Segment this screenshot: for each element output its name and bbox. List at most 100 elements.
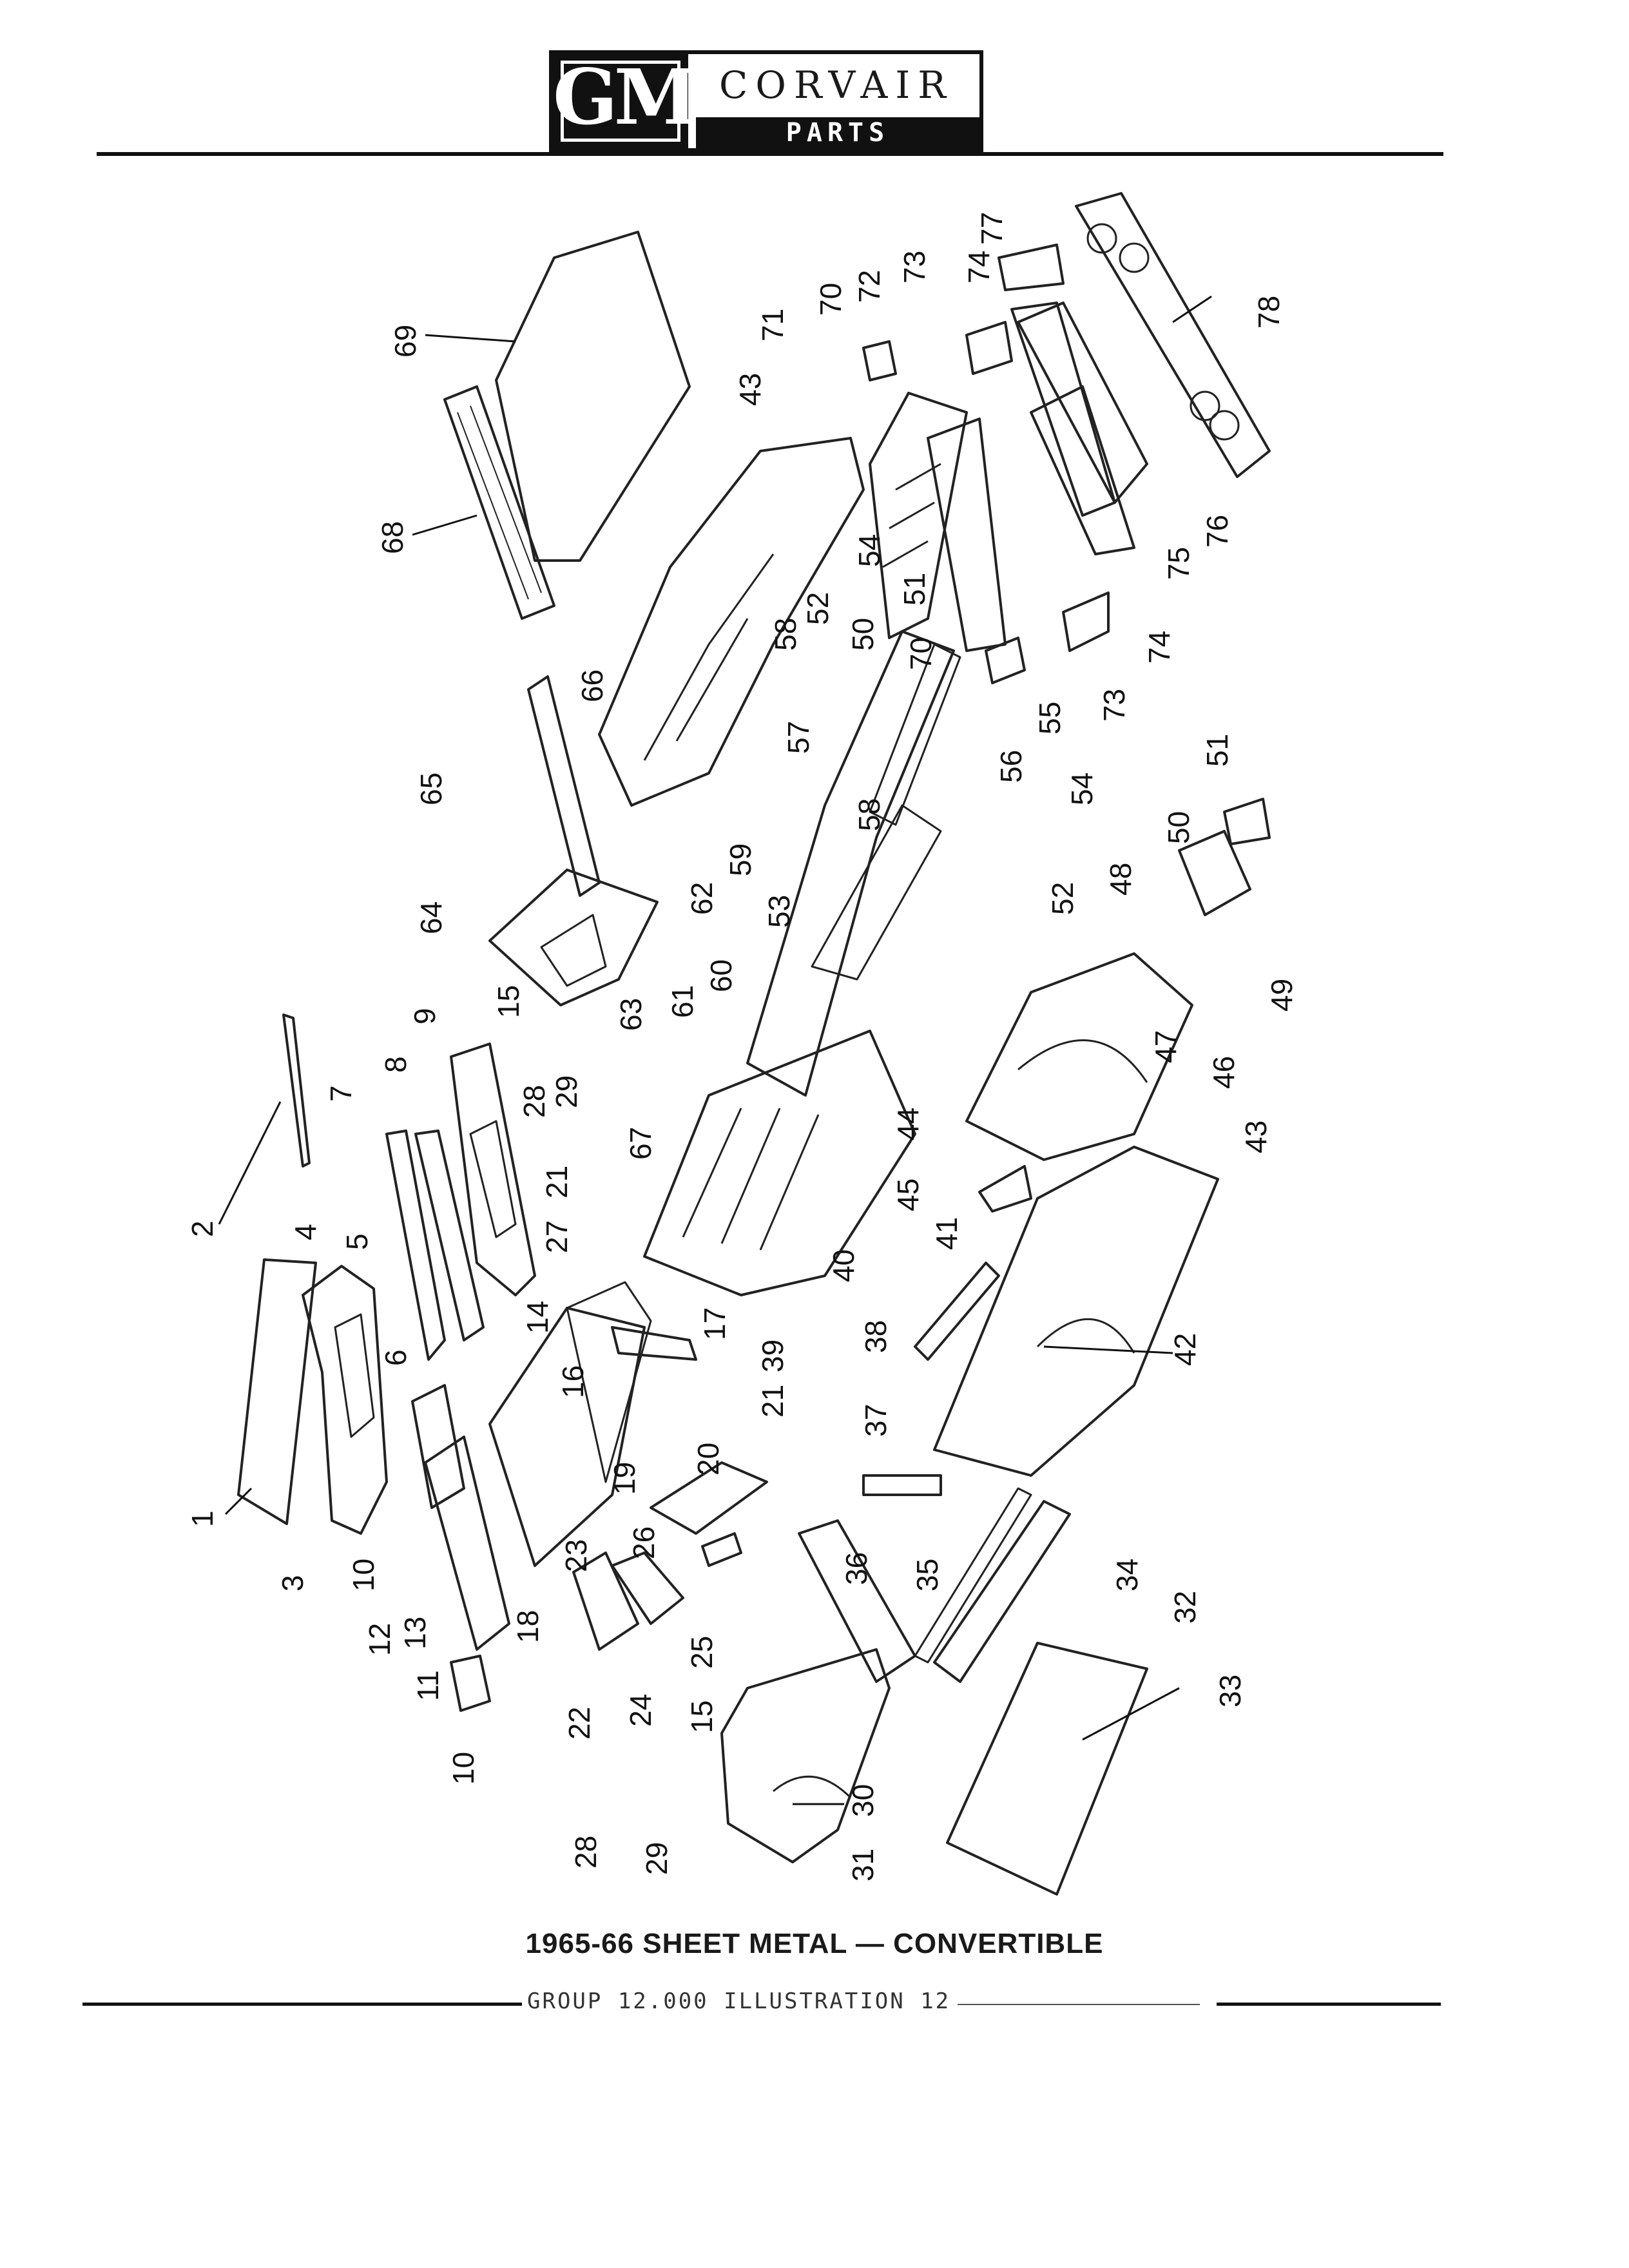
callout-40: 40 bbox=[827, 1249, 860, 1282]
callout-6: 6 bbox=[379, 1349, 412, 1366]
callout-39: 39 bbox=[756, 1340, 789, 1372]
tail-lamp-opening-lower-2 bbox=[1209, 410, 1240, 441]
callout-51b: 51 bbox=[1200, 734, 1234, 767]
rear-end-panel bbox=[1030, 385, 1135, 555]
rocker-panel-front bbox=[424, 1436, 510, 1651]
callout-68: 68 bbox=[376, 521, 409, 554]
rear-wheelhouse bbox=[965, 952, 1193, 1161]
callout-4: 4 bbox=[289, 1224, 322, 1240]
floor-reinforcement bbox=[566, 1281, 652, 1483]
deck-lid-grille-slats bbox=[457, 405, 542, 600]
callout-14: 14 bbox=[521, 1301, 554, 1334]
callout-2: 2 bbox=[186, 1220, 219, 1237]
callout-11: 11 bbox=[411, 1670, 445, 1701]
callout-70b: 70 bbox=[904, 637, 938, 670]
callout-54b: 54 bbox=[1065, 773, 1099, 805]
callout-57: 57 bbox=[782, 721, 815, 754]
gm-logo: GM bbox=[553, 52, 698, 148]
small-bracket-b bbox=[965, 321, 1013, 375]
quarter-inner-panel bbox=[798, 1519, 916, 1683]
leader-1 bbox=[224, 1487, 253, 1515]
callout-13: 13 bbox=[398, 1617, 432, 1649]
callout-38: 38 bbox=[859, 1320, 892, 1353]
callout-54a: 54 bbox=[853, 534, 886, 567]
tail-lamp-opening-upper-2 bbox=[1119, 242, 1150, 273]
lock-pillar bbox=[862, 1474, 942, 1496]
callout-46: 46 bbox=[1207, 1056, 1240, 1089]
callout-15b: 15 bbox=[685, 1700, 718, 1733]
callout-16: 16 bbox=[556, 1365, 590, 1398]
callout-10b: 10 bbox=[447, 1752, 480, 1785]
instrument-panel bbox=[450, 1043, 536, 1296]
main-floor-ribs bbox=[682, 1108, 820, 1251]
leader-lines bbox=[218, 295, 1212, 1805]
callout-20: 20 bbox=[691, 1443, 725, 1475]
leader-42 bbox=[1043, 1345, 1173, 1354]
callout-47: 47 bbox=[1149, 1030, 1182, 1063]
callout-7: 7 bbox=[324, 1085, 358, 1102]
rear-seat-pan bbox=[811, 804, 942, 981]
callout-41: 41 bbox=[930, 1217, 963, 1250]
callout-75: 75 bbox=[1162, 547, 1195, 580]
callout-61: 61 bbox=[666, 985, 699, 1018]
footer-group-reference: GROUP 12.000 ILLUSTRATION 12 bbox=[527, 1988, 951, 2014]
callout-28b: 28 bbox=[569, 1836, 602, 1869]
callout-74a: 74 bbox=[962, 251, 996, 284]
callout-73b: 73 bbox=[1097, 689, 1131, 722]
callout-77: 77 bbox=[975, 212, 1008, 245]
dash-molding-upper bbox=[385, 1129, 446, 1361]
callout-9: 9 bbox=[408, 1008, 441, 1024]
callout-70a: 70 bbox=[814, 283, 847, 316]
windshield-glass bbox=[237, 1258, 317, 1525]
callout-50b: 50 bbox=[1162, 811, 1195, 844]
callout-74b: 74 bbox=[1142, 631, 1176, 664]
callout-63: 63 bbox=[614, 998, 648, 1031]
leader-78 bbox=[1172, 295, 1212, 323]
callout-51a: 51 bbox=[898, 573, 931, 606]
header-rule bbox=[97, 152, 1443, 156]
corner-bracket bbox=[998, 244, 1065, 291]
quarter-inner-upper bbox=[540, 914, 607, 987]
callout-27: 27 bbox=[540, 1220, 574, 1253]
callout-44: 44 bbox=[891, 1108, 925, 1140]
callout-33: 33 bbox=[1213, 1675, 1247, 1707]
callout-22: 22 bbox=[563, 1707, 596, 1740]
wheelhouse-extension bbox=[701, 1532, 742, 1567]
rear-bracket bbox=[1178, 830, 1251, 916]
windshield-upper-molding bbox=[282, 1014, 311, 1168]
callout-21a: 21 bbox=[540, 1166, 574, 1198]
rear-brace bbox=[1223, 798, 1271, 845]
callout-30: 30 bbox=[846, 1784, 880, 1817]
callout-10a: 10 bbox=[347, 1559, 380, 1591]
callout-72: 72 bbox=[853, 270, 886, 303]
callout-50a: 50 bbox=[846, 618, 880, 651]
instrument-openings bbox=[469, 1120, 517, 1238]
front-wheelhouse-left bbox=[572, 1552, 639, 1651]
quarter-filler bbox=[978, 1165, 1032, 1213]
deck-lid-grille bbox=[443, 385, 555, 620]
callout-32: 32 bbox=[1168, 1591, 1202, 1624]
callout-45: 45 bbox=[891, 1178, 925, 1211]
footer-rule-middle bbox=[958, 2004, 1200, 2005]
gm-logo-border bbox=[561, 61, 680, 142]
small-bracket-d bbox=[1062, 591, 1110, 652]
callout-28a: 28 bbox=[517, 1085, 551, 1118]
callout-37: 37 bbox=[859, 1404, 892, 1437]
door-outer-panel bbox=[946, 1642, 1148, 1896]
callout-78: 78 bbox=[1252, 296, 1286, 329]
callout-29a: 29 bbox=[550, 1075, 583, 1108]
cowl-vent-grille bbox=[334, 1313, 375, 1438]
callout-17: 17 bbox=[698, 1307, 731, 1340]
rear-end-finishing-panel bbox=[1017, 302, 1148, 504]
callout-58a: 58 bbox=[769, 618, 802, 651]
callout-64: 64 bbox=[414, 901, 448, 934]
door-frame bbox=[933, 1500, 1071, 1683]
leader-69 bbox=[425, 334, 516, 343]
small-bracket-a bbox=[862, 340, 897, 381]
callout-labels: 1 2 3 4 5 6 7 8 9 10 10 11 12 13 14 15 1… bbox=[186, 212, 1298, 1881]
callout-56: 56 bbox=[994, 750, 1028, 783]
rear-compartment-pan bbox=[927, 418, 1007, 652]
callout-76: 76 bbox=[1200, 515, 1234, 548]
callout-43b: 43 bbox=[1239, 1120, 1273, 1153]
callout-42: 42 bbox=[1168, 1333, 1202, 1366]
